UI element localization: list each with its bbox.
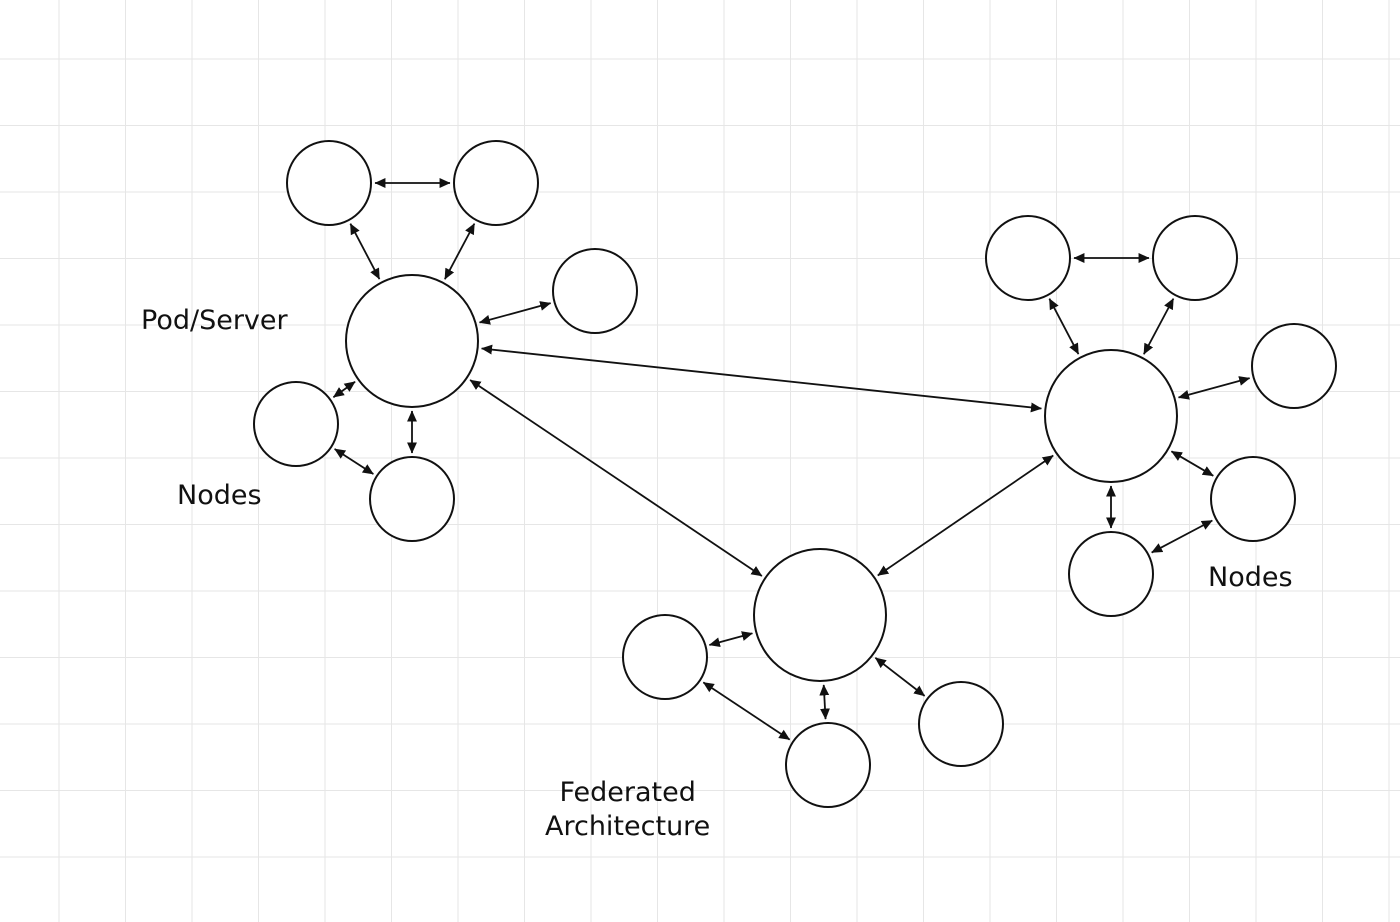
pod-a-node-4-circle — [253, 381, 339, 467]
pod-b-node-4-circle — [1210, 456, 1296, 542]
link-pod-a-node-4-to-pod-a-server — [332, 381, 356, 398]
link-pod-b-node-2-to-pod-b-server — [1143, 298, 1175, 355]
pod-a-server-circle — [345, 274, 479, 408]
link-pod-b-node-4-to-pod-b-node-5 — [1151, 519, 1213, 554]
federated-label-line-1: Federated — [559, 777, 696, 808]
link-pod-b-node-1-to-pod-b-server — [1048, 298, 1080, 355]
pod-b-node-2-circle — [1152, 215, 1238, 301]
pod-a-node-1-circle — [286, 140, 372, 226]
link-pod-b-node-3-to-pod-b-server — [1177, 376, 1251, 400]
link-pod-a-node-3-to-pod-a-server — [478, 301, 552, 325]
link-pod-c-node-1-to-pod-c-server — [708, 631, 753, 648]
link-pod-c-node-2-to-pod-c-server — [819, 684, 830, 720]
federation-link-pod-b-server-to-pod-c-server — [877, 454, 1054, 577]
nodes-label-right: Nodes — [1208, 562, 1293, 593]
link-pod-b-node-4-to-pod-b-server — [1170, 450, 1214, 477]
pod-a-node-5-circle — [369, 456, 455, 542]
nodes-label-left: Nodes — [177, 480, 262, 511]
pod-server-label: Pod/Server — [141, 305, 288, 336]
federated-architecture-label: Federated Architecture — [545, 776, 710, 844]
pod-c-node-2-circle — [785, 722, 871, 808]
link-pod-a-node-1-to-pod-a-server — [349, 223, 381, 280]
nodes-layer — [253, 140, 1337, 808]
pod-b-node-3-circle — [1251, 323, 1337, 409]
link-pod-a-node-2-to-pod-a-server — [444, 223, 476, 280]
federation-link-pod-a-server-to-pod-b-server — [481, 344, 1042, 413]
pod-a-node-3-circle — [552, 248, 638, 334]
link-pod-a-node-4-to-pod-a-node-5 — [334, 448, 374, 475]
pod-b-node-1-circle — [985, 215, 1071, 301]
pod-c-node-3-circle — [918, 681, 1004, 767]
federation-link-pod-a-server-to-pod-c-server — [469, 379, 763, 577]
link-pod-c-node-3-to-pod-c-server — [874, 657, 926, 697]
pod-c-node-1-circle — [622, 614, 708, 700]
pod-b-node-5-circle — [1068, 531, 1154, 617]
links-layer — [332, 178, 1251, 741]
pod-a-node-2-circle — [453, 140, 539, 226]
link-pod-c-node-1-to-pod-c-node-2 — [702, 681, 791, 741]
pod-c-server-circle — [753, 548, 887, 682]
federated-label-line-2: Architecture — [545, 811, 711, 842]
pod-b-server-circle — [1044, 349, 1178, 483]
